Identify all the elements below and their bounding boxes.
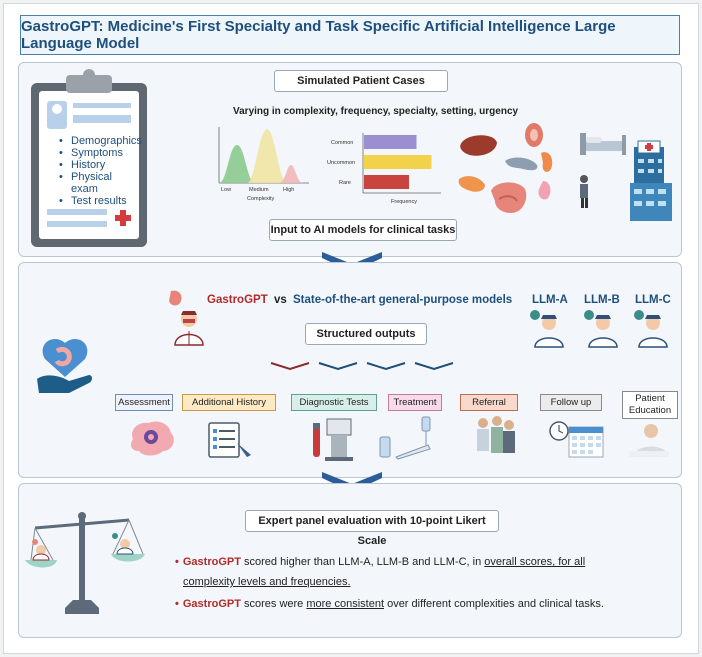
complexity-tick-low: Low (221, 187, 231, 193)
frequency-tick-uncommon: Uncommon (327, 160, 355, 166)
task-diagnostic-tests: Diagnostic Tests (291, 394, 377, 411)
clipboard-item: •Physical exam (59, 171, 112, 195)
clipboard-item: •Demographics (59, 135, 142, 147)
brain-gear-icon (131, 421, 174, 456)
complexity-tick-medium: Medium (249, 187, 269, 193)
llm-c-doctor-icon (634, 310, 668, 348)
referral-doctors-icon (477, 416, 515, 453)
bullet2-lead: GastroGPT (182, 598, 241, 610)
expert-panel-header: Expert panel evaluation with 10-point Li… (245, 510, 499, 547)
complexity-low-curve (219, 145, 255, 183)
frequency-chart: Common Uncommon Rare Frequency (327, 133, 441, 205)
llm-b-doctor-icon (584, 310, 618, 348)
complexity-high-curve (279, 165, 303, 183)
simulated-cases-header: Simulated Patient Cases (274, 70, 448, 92)
frequency-bar-uncommon (364, 155, 432, 169)
task-additional-history: Additional History (182, 394, 276, 411)
models-panel: GastroGPT vs State-of-the-art general-pu… (18, 262, 682, 478)
bullet-marker: • (175, 598, 179, 610)
clipboard-item: •Test results (59, 195, 127, 207)
clipboard-item: •Symptoms (59, 147, 123, 159)
bullet1-text-underline-1: overall scores, for all (484, 556, 586, 568)
clipboard-item: •History (59, 159, 106, 171)
result-bullet-2: •GastroGPT scores were more consistent o… (175, 598, 604, 610)
gastro-doctor-icon (169, 290, 204, 346)
frequency-tick-common: Common (331, 140, 353, 146)
llm-a-doctor-icon (530, 310, 564, 348)
follow-up-calendar-icon (549, 421, 604, 458)
output-chevrons (270, 362, 454, 371)
complexity-tick-high: High (283, 187, 294, 193)
bullet1-text-underline-2: complexity levels and frequencies. (183, 576, 351, 588)
bullet2-text-underline: more consistent (306, 598, 385, 610)
frequency-bar-common (364, 135, 417, 149)
clipboard-list: •Demographics •Symptoms •History •Physic… (59, 135, 142, 207)
task-follow-up: Follow up (540, 394, 602, 411)
complexity-medium-curve (247, 129, 287, 183)
clipboard-icon (31, 69, 147, 247)
history-form-icon (208, 422, 251, 458)
vs-label: vs (274, 294, 287, 306)
llm-a-label: LLM-A (532, 294, 568, 306)
hospital-icon (580, 133, 672, 221)
result-bullet-1: •GastroGPT scored higher than LLM-A, LLM… (175, 556, 585, 568)
llm-c-label: LLM-C (635, 294, 671, 306)
bullet2-text-b: over different complexities and clinical… (384, 598, 604, 610)
result-bullet-1-cont: complexity levels and frequencies. (183, 576, 351, 588)
evaluation-panel: Expert panel evaluation with 10-point Li… (18, 483, 682, 638)
general-models-label: State-of-the-art general-purpose models (293, 294, 513, 306)
frequency-xlabel: Frequency (391, 199, 417, 205)
patient-education-icon (629, 424, 669, 457)
complexity-chart: Low Medium High Complexity (218, 127, 309, 202)
bullet-marker: • (175, 556, 179, 568)
bullet2-text-a: scores were (240, 598, 307, 610)
simulated-cases-subtitle: Varying in complexity, frequency, specia… (233, 106, 519, 117)
diagnostic-equipment-icon (313, 418, 353, 461)
task-assessment: Assessment (115, 394, 173, 411)
stomach-care-icon (37, 339, 92, 393)
bullet1-text-a: scored higher than LLM-A, LLM-B and LLM-… (240, 556, 485, 568)
simulated-cases-panel: •Demographics •Symptoms •History •Physic… (18, 62, 682, 257)
balance-scale-icon (25, 512, 145, 614)
frequency-tick-rare: Rare (339, 180, 351, 186)
bullet1-lead: GastroGPT (182, 556, 241, 568)
frequency-bar-rare (364, 175, 409, 189)
organs-icon (458, 123, 553, 213)
task-referral: Referral (460, 394, 518, 411)
input-to-ai-label: Input to AI models for clinical tasks (269, 219, 457, 241)
treatment-icon (379, 416, 431, 460)
task-treatment: Treatment (388, 394, 442, 411)
complexity-xlabel: Complexity (247, 196, 274, 202)
task-patient-education: Patient Education (622, 391, 678, 419)
figure-title: GastroGPT: Medicine's First Specialty an… (20, 15, 680, 55)
gastrogpt-label: GastroGPT (207, 294, 268, 306)
structured-outputs-label: Structured outputs (305, 323, 427, 345)
llm-b-label: LLM-B (584, 294, 620, 306)
